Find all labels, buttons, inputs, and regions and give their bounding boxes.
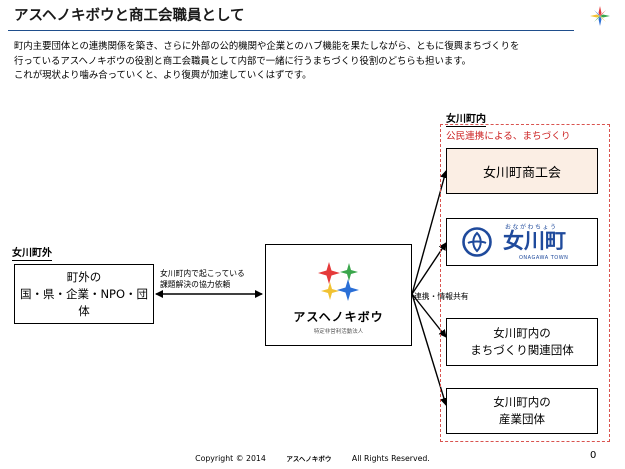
community-groups-box: 女川町内の まちづくり関連団体 bbox=[446, 318, 598, 366]
slide-title: アスヘノキボウと商工会職員として bbox=[14, 8, 245, 24]
chamber-of-commerce-box: 女川町商工会 bbox=[446, 148, 598, 194]
footer: Copyright © 2014 アスヘノキボウ All Rights Rese… bbox=[0, 453, 625, 463]
onagawa-town-box: おながわちょう 女川町 ONAGAWA TOWN bbox=[446, 218, 598, 266]
inside-section-label: 女川町内 bbox=[446, 114, 486, 127]
asuhenokibou-hub-box: アスヘノキボウ 特定非営利活動法人 bbox=[265, 244, 412, 346]
onagawa-town-name: 女川町 bbox=[503, 229, 566, 253]
title-underline bbox=[8, 30, 574, 31]
corner-logo-icon bbox=[590, 6, 610, 26]
collaboration-info-sharing-label: 連携・情報共有 bbox=[414, 292, 469, 301]
cooperation-request-label: 女川町内で起こっている 課題解決の協力依頼 bbox=[160, 269, 245, 289]
footer-logo-text: アスヘノキボウ bbox=[286, 455, 332, 463]
industry-groups-box: 女川町内の 産業団体 bbox=[446, 388, 598, 434]
community-groups-text: 女川町内の まちづくり関連団体 bbox=[470, 326, 574, 357]
onagawa-town-roman: ONAGAWA TOWN bbox=[519, 255, 569, 261]
footer-copyright: Copyright © 2014 bbox=[195, 454, 266, 463]
public-private-partnership-group bbox=[440, 124, 610, 442]
industry-groups-text: 女川町内の 産業団体 bbox=[493, 395, 551, 426]
asuhenokibou-star-logo-icon bbox=[317, 261, 359, 301]
onagawa-town-emblem-icon bbox=[462, 227, 492, 257]
footer-rights: All Rights Reserved. bbox=[351, 454, 430, 463]
chamber-of-commerce-text: 女川町商工会 bbox=[482, 165, 561, 181]
asuhenokibou-logo-text: アスヘノキボウ bbox=[293, 309, 384, 324]
outside-section-label: 女川町外 bbox=[12, 248, 52, 261]
page-number: 0 bbox=[590, 450, 597, 461]
public-private-partnership-label: 公民連携による、まちづくり bbox=[446, 131, 571, 142]
onagawa-town-ruby: おながわちょう bbox=[505, 224, 558, 231]
asuhenokibou-logo-subtext: 特定非営利活動法人 bbox=[313, 328, 364, 335]
outside-organizations-box: 町外の 国・県・企業・NPO・団体 bbox=[14, 264, 154, 324]
intro-paragraph: 町内主要団体との連携関係を築き、さらに外部の公的機関や企業とのハブ機能を果たしな… bbox=[14, 41, 520, 81]
outside-organizations-text: 町外の 国・県・企業・NPO・団体 bbox=[19, 269, 149, 318]
